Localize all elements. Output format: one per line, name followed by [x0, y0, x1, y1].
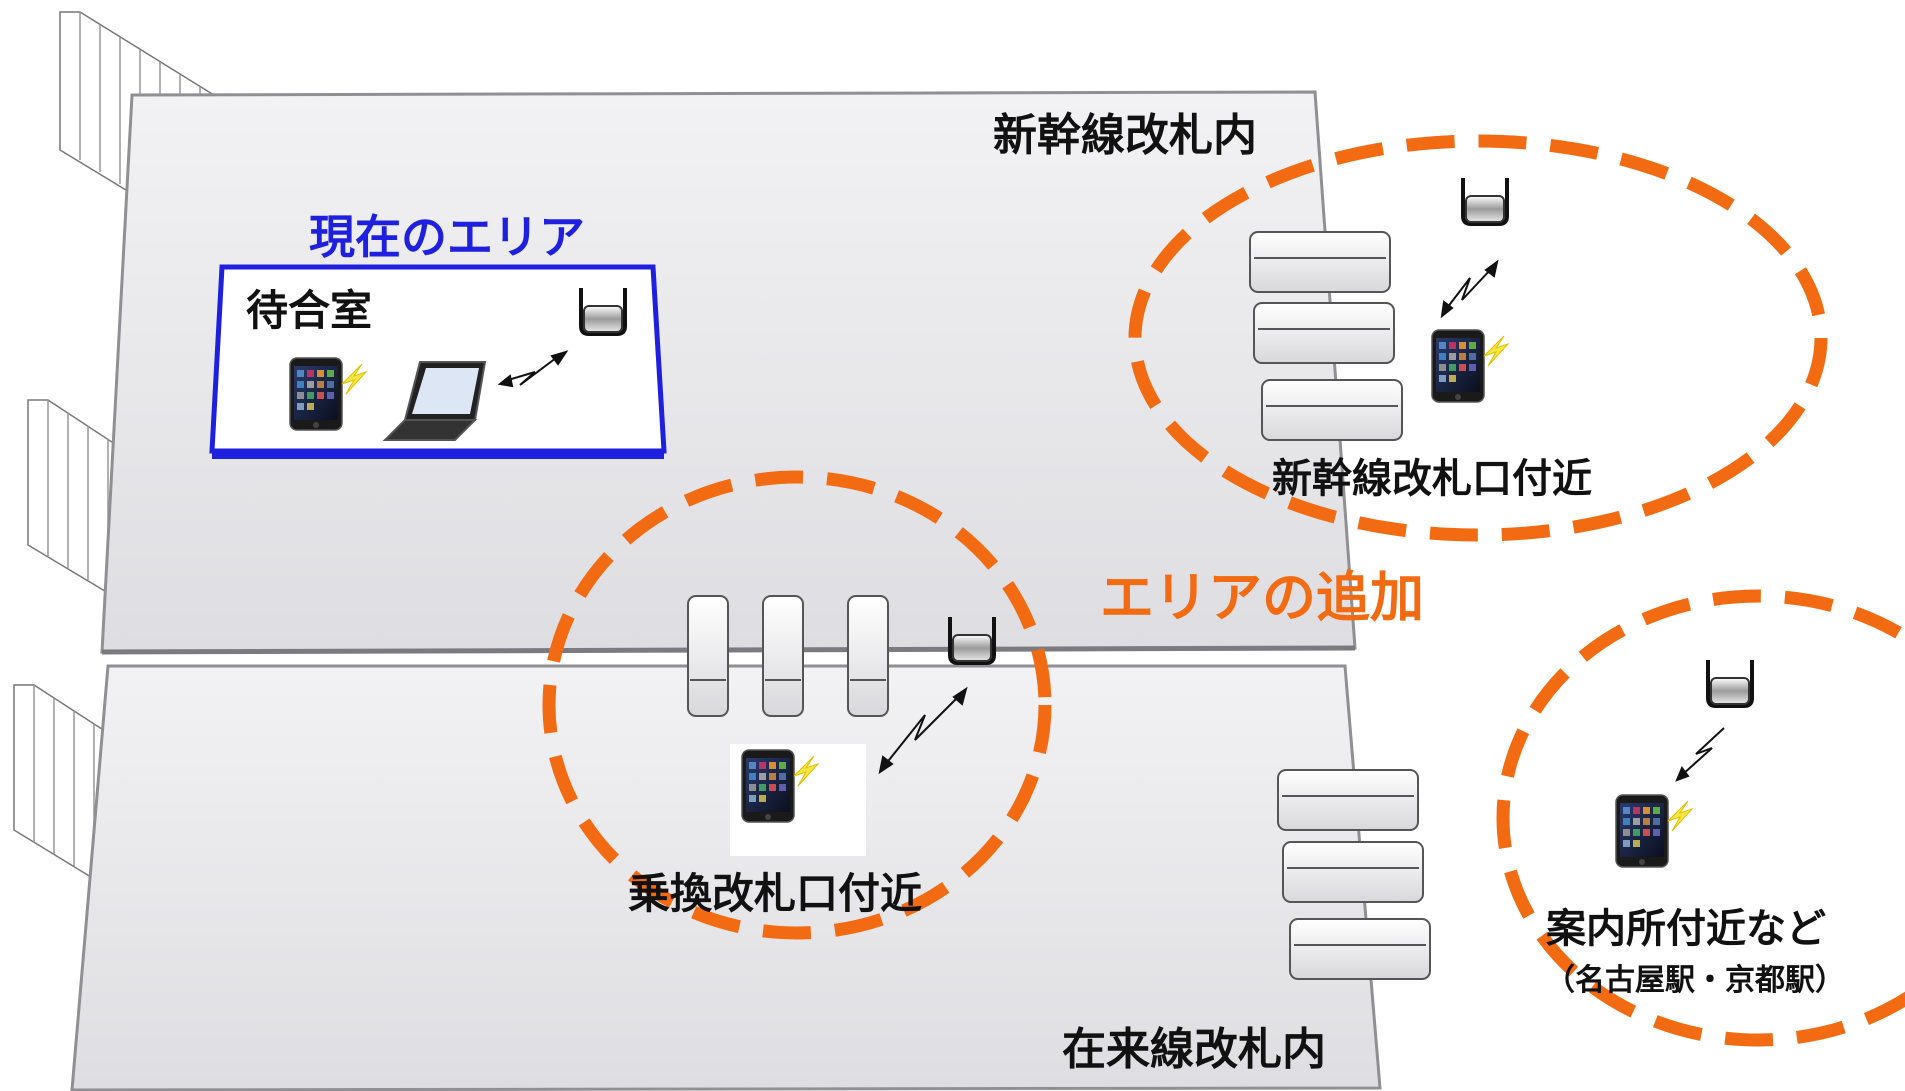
area-addition-label: エリアの追加 — [1100, 566, 1424, 629]
added-area-circle — [1128, 134, 1828, 542]
shinkansen-gates-inside-label: 新幹線改札内 — [993, 110, 1257, 161]
added-area-circle — [1496, 589, 1905, 1047]
smartphone-icon — [730, 744, 866, 856]
smartphone-icon — [1615, 794, 1693, 868]
laptop-icon — [382, 361, 487, 441]
conventional-gates — [1277, 769, 1431, 980]
current-area-label: 現在のエリア — [309, 210, 585, 264]
wireless-signal-icon — [497, 350, 569, 388]
waiting-room-label: 待合室 — [246, 286, 372, 335]
wireless-signal-icon — [1675, 727, 1725, 782]
transfer-gate-nearby-label: 乗換改札口付近 — [628, 869, 922, 918]
conventional-floor — [70, 664, 1382, 1091]
transfer-gates — [687, 595, 889, 717]
shinkansen-gate-nearby-label: 新幹線改札口付近 — [1272, 456, 1592, 502]
info-center-nearby-label: 案内所付近など — [1546, 906, 1826, 952]
smartphone-icon — [1431, 329, 1509, 403]
added-area-circle — [542, 470, 1052, 940]
wireless-signal-icon — [878, 686, 968, 775]
stations-note-label: （名古屋駅・京都駅） — [1545, 963, 1845, 998]
wifi-access-point-icon — [1461, 176, 1509, 226]
conventional-gates-inside-label: 在来線改札内 — [1062, 1024, 1326, 1075]
wireless-signal-icon — [1440, 259, 1499, 319]
wifi-access-point-icon — [1706, 658, 1754, 708]
shinkansen-gates — [1249, 231, 1403, 441]
